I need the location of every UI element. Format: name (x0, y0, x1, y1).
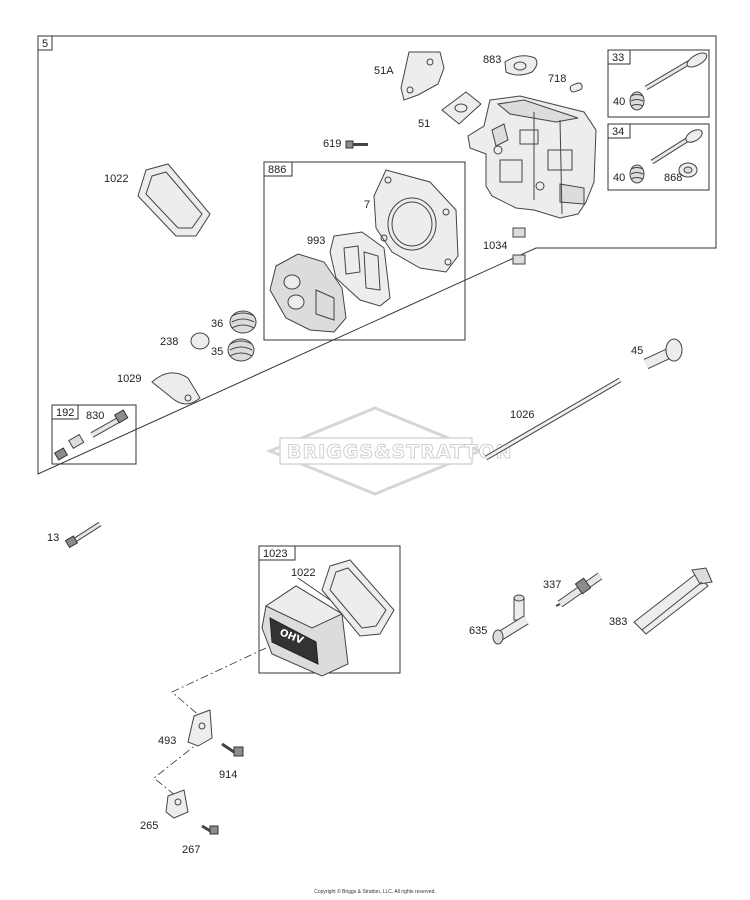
valve-rotator-868 (678, 162, 698, 178)
label-383: 383 (609, 616, 627, 628)
bolt-619 (345, 140, 368, 149)
label-45: 45 (631, 345, 643, 357)
box-886 (263, 161, 466, 341)
gasket-51 (441, 91, 482, 125)
cylinder-head (467, 95, 597, 219)
label-337: 337 (543, 579, 561, 591)
assembly-line-a (171, 647, 267, 719)
cover-gasket-1022 (321, 559, 395, 637)
push-rod-1026 (484, 377, 622, 461)
valve-34 (650, 129, 703, 165)
screw-914 (221, 742, 244, 757)
label-36: 36 (211, 318, 223, 330)
label-7: 7 (364, 199, 370, 211)
group-5-label: 5 (42, 38, 48, 50)
label-51A: 51A (374, 65, 394, 77)
label-13: 13 (47, 532, 59, 544)
label-1026: 1026 (510, 409, 534, 421)
label-40-a: 40 (613, 96, 625, 108)
label-635: 635 (469, 625, 487, 637)
spring-35 (227, 338, 255, 362)
label-1022-top: 1022 (104, 173, 128, 185)
label-993: 993 (307, 235, 325, 247)
label-1029: 1029 (117, 373, 141, 385)
box-192-label: 192 (56, 407, 74, 419)
box-33 (607, 49, 710, 118)
watermark-text: BRIGGS&STRATTON (287, 441, 513, 463)
label-493: 493 (158, 735, 176, 747)
gasket-51A (400, 51, 445, 101)
group-5-outline (37, 35, 717, 475)
copyright-notice: Copyright © Briggs & Stratton, LLC. All … (314, 889, 436, 895)
box-33-label: 33 (612, 52, 624, 64)
box-34 (607, 123, 710, 191)
clip-1034 (512, 227, 526, 265)
intake-plate (269, 253, 347, 333)
bolt-13 (64, 521, 102, 549)
box-886-label: 886 (268, 164, 286, 176)
gasket-993 (329, 231, 391, 307)
label-914: 914 (219, 769, 237, 781)
elbow-fitting-635 (492, 594, 529, 645)
box-1023-tag (258, 545, 296, 561)
plug-238 (190, 332, 210, 350)
bracket-493 (187, 709, 213, 747)
gasket-1022-top (137, 163, 211, 237)
group-5-tag (37, 35, 53, 51)
spring-36 (229, 310, 257, 334)
label-267: 267 (182, 844, 200, 856)
label-35: 35 (211, 346, 223, 358)
box-34-tag (607, 123, 631, 139)
tappet-45 (643, 338, 683, 369)
label-718: 718 (548, 73, 566, 85)
box-33-tag (607, 49, 631, 65)
breather-reed-1029 (151, 372, 201, 405)
valve-cover: OHV (261, 585, 349, 677)
box-192-tag (51, 404, 79, 420)
head-gasket-7 (373, 169, 459, 273)
valve-spring-40-b (629, 164, 645, 184)
pin-718 (569, 82, 583, 93)
screw-267 (201, 824, 219, 835)
brand-watermark: BRIGGS&STRATTON (266, 406, 513, 496)
label-1022-cover: 1022 (291, 567, 315, 579)
valve-33 (644, 52, 708, 91)
spark-plug-337 (555, 572, 603, 608)
box-34-label: 34 (612, 126, 624, 138)
label-868: 868 (664, 172, 682, 184)
bracket-265 (165, 789, 189, 819)
label-51: 51 (418, 118, 430, 130)
label-883: 883 (483, 54, 501, 66)
label-238: 238 (160, 336, 178, 348)
breather-fitting-830 (53, 409, 129, 461)
label-1034: 1034 (483, 240, 507, 252)
valve-spring-40-a (629, 91, 645, 111)
box-192 (51, 404, 137, 465)
label-830: 830 (86, 410, 104, 422)
leader-1022-cover (297, 577, 331, 601)
label-619: 619 (323, 138, 341, 150)
box-886-tag (263, 161, 293, 177)
assembly-line-b (153, 739, 203, 797)
label-40-b: 40 (613, 172, 625, 184)
spark-plug-wrench-383 (633, 567, 713, 635)
label-265: 265 (140, 820, 158, 832)
box-1023-label: 1023 (263, 548, 287, 560)
gasket-883 (504, 55, 538, 76)
